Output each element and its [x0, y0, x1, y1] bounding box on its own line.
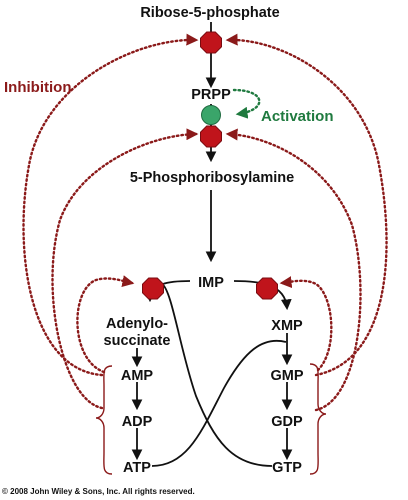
node-ribose-5-phosphate: Ribose-5-phosphate: [140, 5, 279, 21]
green-circle-icon: [201, 105, 221, 125]
inhibition-loop-left-outer: [22, 33, 199, 377]
activation-label: Activation: [261, 108, 334, 125]
node-5-phosphoribosylamine: 5-Phosphoribosylamine: [130, 170, 294, 186]
inhibition-label: Inhibition: [4, 79, 71, 96]
node-atp: ATP: [123, 460, 151, 476]
inhibition-loop-right-outer: [225, 33, 388, 377]
node-prpp: PRPP: [191, 87, 231, 103]
node-adp: ADP: [122, 414, 153, 430]
red-octagon-icon: [200, 31, 222, 54]
brace-adenine-nucleotides: [95, 365, 113, 475]
activation-arrow: [232, 88, 261, 119]
node-gtp: GTP: [272, 460, 302, 476]
node-gdp: GDP: [271, 414, 303, 430]
red-octagon-icon: [142, 277, 164, 300]
inhibition-loop-right-inner: [225, 128, 362, 412]
node-adenylosuccinate-line1: Adenylo-: [106, 316, 168, 332]
curve-gtp-to-amp-branch: [161, 283, 273, 467]
inhibition-gmp-to-imp-branch: [279, 276, 333, 372]
copyright-text: © 2008 John Wiley & Sons, Inc. All right…: [2, 487, 195, 496]
node-xmp: XMP: [271, 318, 303, 334]
labels: Ribose-5-phosphate PRPP 5-Phosphoribosyl…: [2, 5, 334, 496]
regulation-nodes: [142, 31, 278, 300]
node-imp: IMP: [198, 275, 224, 291]
red-octagon-icon: [256, 277, 278, 300]
brace-guanine-nucleotides: [309, 363, 327, 475]
red-octagon-icon: [200, 125, 222, 148]
inhibition-feedback: [22, 33, 388, 412]
inhibition-loop-left-inner: [51, 128, 199, 410]
node-gmp: GMP: [270, 368, 303, 384]
inhibition-amp-to-imp-branch: [76, 275, 135, 374]
node-amp: AMP: [121, 368, 154, 384]
curve-atp-to-gmp-branch: [151, 339, 287, 467]
node-adenylosuccinate-line2: succinate: [104, 333, 171, 349]
